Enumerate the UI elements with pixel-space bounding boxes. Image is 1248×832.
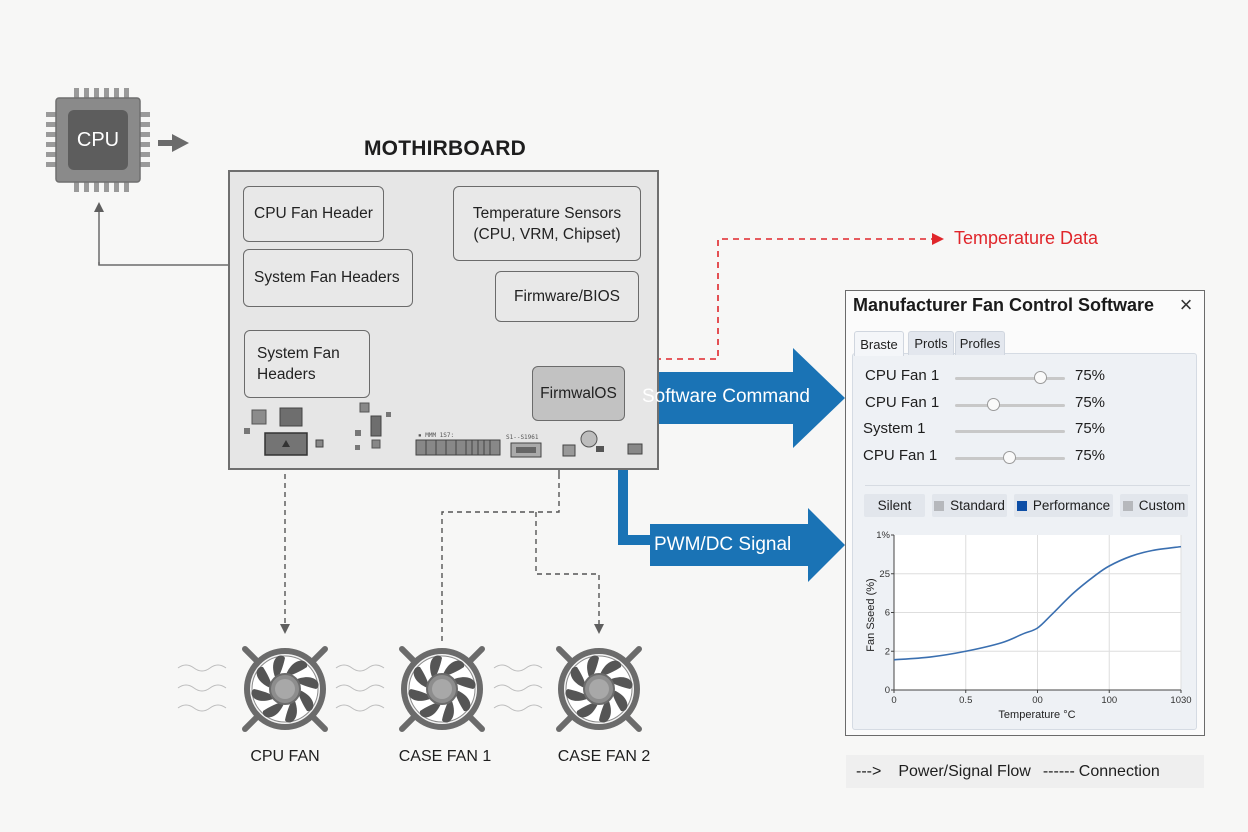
system-fan-headers-secondary-label-2: Headers [257, 366, 316, 383]
fan-speed-slider[interactable] [955, 398, 1065, 411]
y-tick-label: 25 [879, 569, 890, 580]
profile-indicator-icon [934, 500, 945, 511]
cpu-output-arrow [158, 134, 189, 152]
fan-speed-slider[interactable] [955, 430, 1065, 433]
motherboard-title: MOTHIRBOARD [363, 137, 527, 160]
connection-legend-label: Connection [1078, 762, 1160, 780]
y-tick-label: 6 [885, 608, 890, 619]
case-fan-2-icon [559, 649, 639, 729]
firmware-bios-label: Firmware/BIOS [514, 287, 620, 305]
x-tick-label: 00 [1032, 695, 1043, 706]
cpu-chip-icon [46, 88, 150, 192]
case-fan-2-label: CASE FAN 2 [557, 748, 651, 765]
fan-curve-chart: 0 2 6 25 1% 0 0.5 00 100 1030 Temperature °C Fan… [865, 530, 1192, 721]
system-fan-headers-box[interactable]: System Fan Headers [243, 249, 413, 307]
flow-legend-label: Power/Signal Flow [898, 762, 1031, 780]
slider-knob[interactable] [1003, 451, 1016, 464]
connection-legend-symbol: ------ [1042, 762, 1075, 780]
fan-speed-slider[interactable] [955, 451, 1065, 464]
fan-slider-value: 75% [1075, 367, 1106, 384]
system-fan-headers-secondary-label-1: System Fan [257, 345, 340, 362]
profile-custom-label: Custom [1138, 498, 1186, 513]
system-fan-headers-label: System Fan Headers [254, 269, 400, 286]
firmware-os-label: FirmwalOS [540, 384, 617, 402]
fan-slider-row: CPU Fan 1 75% [865, 394, 1125, 416]
y-tick-label: 0 [885, 685, 890, 696]
airflow-waves [177, 664, 543, 712]
cpu-fan-header-label: CPU Fan Header [254, 205, 373, 222]
x-tick-label: 0 [891, 695, 896, 706]
software-window-title: Manufacturer Fan Control Software [853, 295, 1155, 315]
slider-knob[interactable] [1033, 371, 1047, 384]
x-tick-label: 0.5 [959, 695, 972, 706]
y-tick-label: 1% [876, 530, 890, 541]
fan-curve-line[interactable] [893, 545, 1182, 661]
fan-slider-name: CPU Fan 1 [865, 367, 940, 384]
x-tick-label: 1030 [1170, 695, 1191, 706]
profile-silent-label: Silent [877, 498, 912, 513]
profile-performance-button[interactable]: Performance [1014, 494, 1113, 517]
section-divider [865, 485, 1190, 486]
fan-slider-name: CPU Fan 1 [865, 394, 940, 411]
profile-silent-button[interactable]: Silent [864, 494, 925, 517]
close-icon[interactable]: × [1179, 292, 1193, 317]
cpu-to-system-fan-connector [98, 260, 243, 270]
cpu-label: CPU [76, 128, 120, 151]
case-fan-1-connection [441, 474, 560, 645]
y-tick-label: 2 [885, 646, 890, 657]
fan-slider-value: 75% [1075, 394, 1106, 411]
firmware-os-box[interactable]: FirmwalOS [532, 366, 625, 421]
system-fan-headers-secondary-box[interactable]: System Fan Headers [244, 330, 370, 398]
fan-slider-row: CPU Fan 1 75% [863, 447, 1123, 469]
x-axis-label: Temperature °C [998, 709, 1075, 721]
firmware-bios-box[interactable]: Firmware/BIOS [495, 271, 639, 322]
fan-slider-row: CPU Fan 1 75% [865, 367, 1125, 389]
profile-indicator-icon [1016, 500, 1027, 511]
tab-profles[interactable]: Profles [955, 331, 1005, 355]
tab-braste[interactable]: Braste [854, 331, 904, 356]
cpu-fan-icon [245, 649, 325, 729]
software-command-label: Software Command [642, 386, 810, 407]
fan-slider-value: 75% [1075, 420, 1106, 437]
case-fan-1-icon [402, 649, 482, 729]
diagram-legend: ---> Power/Signal Flow ------ Connection [846, 755, 1204, 788]
fan-slider-value: 75% [1075, 447, 1106, 464]
profile-custom-button[interactable]: Custom [1120, 494, 1188, 517]
fan-speed-slider[interactable] [955, 371, 1065, 384]
cpu-fan-label: CPU FAN [250, 748, 320, 765]
tab-protls[interactable]: Protls [908, 331, 954, 355]
profile-indicator-icon [1122, 500, 1133, 511]
fan-slider-name: System 1 [863, 420, 926, 437]
fan-slider-name: CPU Fan 1 [863, 447, 938, 464]
chart-grid [894, 535, 1182, 690]
x-tick-label: 100 [1101, 695, 1117, 706]
cpu-fan-header-box[interactable]: CPU Fan Header [243, 186, 384, 242]
fan-slider-row: System 1 75% [863, 420, 1123, 442]
slider-knob[interactable] [986, 398, 1000, 411]
temperature-data-label: Temperature Data [954, 228, 1099, 248]
case-fan-1-label: CASE FAN 1 [398, 748, 492, 765]
flow-legend-symbol: ---> [856, 762, 882, 780]
temperature-sensors-label: Temperature Sensors [472, 204, 622, 222]
profile-standard-label: Standard [950, 498, 1005, 513]
profile-performance-label: Performance [1032, 498, 1111, 513]
profile-standard-button[interactable]: Standard [932, 494, 1007, 517]
temperature-sensors-box[interactable]: Temperature Sensors (CPU, VRM, Chipset) [453, 186, 641, 261]
temperature-sensors-sublabel: (CPU, VRM, Chipset) [473, 225, 621, 243]
y-axis-label: Fan Sseed (%) [865, 578, 877, 651]
pwm-dc-signal-label: PWM/DC Signal [654, 534, 792, 555]
case-fan-2-connection [535, 512, 604, 634]
